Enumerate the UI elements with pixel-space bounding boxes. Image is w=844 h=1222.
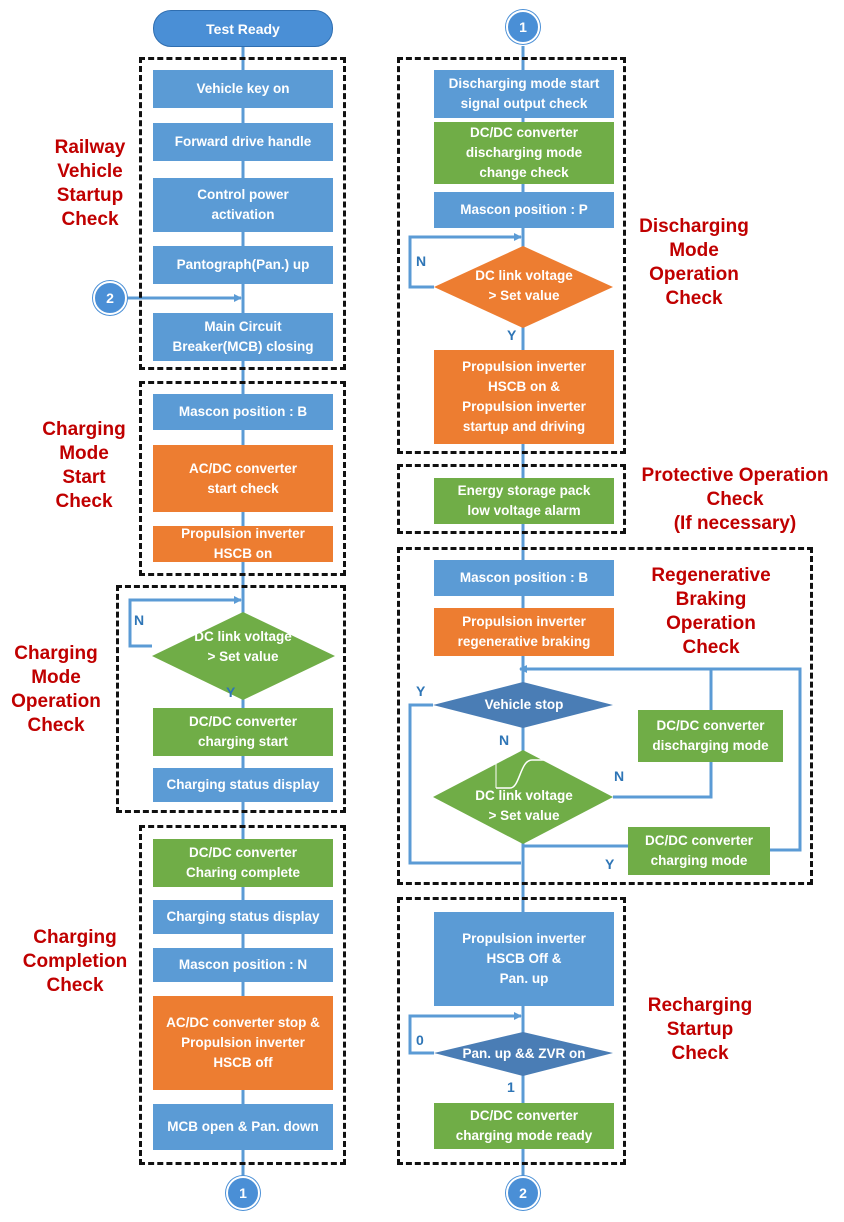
- vehicle-key-on-box: Vehicle key on: [153, 70, 333, 108]
- acdc-start-box: AC/DC converter start check: [153, 445, 333, 512]
- right-dc-link-diamond: [434, 246, 613, 328]
- group-railway-startup: [139, 57, 346, 370]
- test-ready-terminal: Test Ready: [153, 10, 333, 47]
- right-yes-label-1: Y: [507, 327, 517, 343]
- energy-storage-alarm-box: Energy storage pack low voltage alarm: [434, 478, 614, 524]
- dc-link-2-diamond: [433, 750, 613, 844]
- regen-braking-box: Propulsion inverter regenerative braking: [434, 608, 614, 656]
- group-charging-start: [139, 381, 346, 576]
- group-charging-operation: [116, 585, 346, 813]
- forward-drive-handle-box: Forward drive handle: [153, 123, 333, 161]
- left-no-loop: [128, 596, 242, 648]
- connector-2-bottom: 2: [506, 1176, 540, 1210]
- mcb-open-box: MCB open & Pan. down: [153, 1104, 333, 1150]
- mascon-b-box: Mascon position : B: [153, 394, 333, 430]
- section-railway-startup: Railway Vehicle Startup Check: [54, 137, 126, 230]
- connector-1-bottom: 1: [226, 1176, 260, 1210]
- connector-2-left: 2: [93, 281, 127, 315]
- pan-zvr-diamond: [434, 1032, 613, 1076]
- mcb-closing-box: Main Circuit Breaker(MCB) closing: [153, 313, 333, 361]
- vehicle-stop-diamond: [433, 682, 613, 728]
- left-dc-link-text: DC link voltage > Set value: [194, 629, 292, 664]
- dcdc-charing-complete-box: DC/DC converter Charing complete: [153, 839, 333, 887]
- right-no-loop-1: [408, 233, 522, 289]
- connector-1-top: 1: [506, 10, 540, 44]
- right-no-label-1: N: [416, 253, 427, 269]
- inverter-hscb-on-box: Propulsion inverter HSCB on: [153, 526, 333, 562]
- inverter-startup-box: Propulsion inverter HSCB on & Propulsion…: [434, 350, 614, 444]
- dcdc-charging-ready-box: DC/DC converter charging mode ready: [434, 1103, 614, 1149]
- left-dc-link-diamond: [152, 612, 335, 700]
- dc-link-2-text: DC link voltage > Set value: [475, 788, 573, 823]
- group-discharging-operation: [397, 57, 626, 454]
- section-discharging-operation: Discharging Mode Operation Check: [639, 216, 749, 309]
- sigmoid-curve-icon: [496, 759, 546, 789]
- charging-status-box-1: Charging status display: [153, 768, 333, 802]
- right-dc-link-text: DC link voltage > Set value: [475, 268, 573, 303]
- dc-link-no-label: N: [614, 768, 625, 784]
- dcdc-charging-start-box: DC/DC converter charging start: [153, 708, 333, 756]
- section-charging-operation: Charging Mode Operation Check: [11, 643, 101, 736]
- control-power-box: Control power activation: [153, 178, 333, 232]
- section-protective: Protective Operation Check (If necessary…: [641, 465, 829, 534]
- dc-link-yes-label: Y: [605, 856, 615, 872]
- left-yes-label: Y: [226, 684, 236, 700]
- group-protective: [397, 464, 626, 534]
- dcdc-discharging-change-box: DC/DC converter discharging mode change …: [434, 122, 614, 184]
- mascon-p-box: Mascon position : P: [434, 192, 614, 228]
- charging-status-box-2: Charging status display: [153, 900, 333, 934]
- mascon-n-box: Mascon position : N: [153, 948, 333, 982]
- section-charging-completion: Charging Completion Check: [22, 927, 128, 996]
- group-charging-completion: [139, 825, 346, 1165]
- section-recharging: Recharging Startup Check: [647, 995, 753, 1064]
- group-regenerative: [397, 547, 813, 885]
- pan-zvr-text: Pan. up && ZVR on: [462, 1046, 586, 1061]
- section-charging-start: Charging Mode Start Check: [42, 419, 126, 512]
- charging-mode-return: [711, 667, 802, 852]
- pan-zvr-zero-label: 0: [416, 1032, 424, 1048]
- dcdc-discharging-mode-box: DC/DC converter discharging mode: [638, 710, 783, 762]
- left-no-label: N: [134, 612, 145, 628]
- vehicle-stop-yes-loop: [408, 703, 521, 865]
- vehicle-stop-yes-label: Y: [416, 683, 426, 699]
- vehicle-stop-text: Vehicle stop: [484, 697, 564, 712]
- dc-link-no-branch: [613, 762, 713, 799]
- pan-zvr-one-label: 1: [507, 1079, 515, 1095]
- section-regenerative: Regenerative Braking Operation Check: [651, 565, 771, 658]
- group-recharging: [397, 897, 626, 1165]
- inverter-hscb-off-box: Propulsion inverter HSCB Off & Pan. up: [434, 912, 614, 1006]
- acdc-stop-box: AC/DC converter stop & Propulsion invert…: [153, 996, 333, 1090]
- pan-zvr-zero-loop: [408, 1012, 522, 1055]
- right-mascon-b-box: Mascon position : B: [434, 560, 614, 596]
- vehicle-stop-no-label: N: [499, 732, 510, 748]
- discharging-signal-box: Discharging mode start signal output che…: [434, 70, 614, 118]
- pantograph-up-box: Pantograph(Pan.) up: [153, 246, 333, 284]
- dcdc-charging-mode-box: DC/DC converter charging mode: [628, 827, 770, 875]
